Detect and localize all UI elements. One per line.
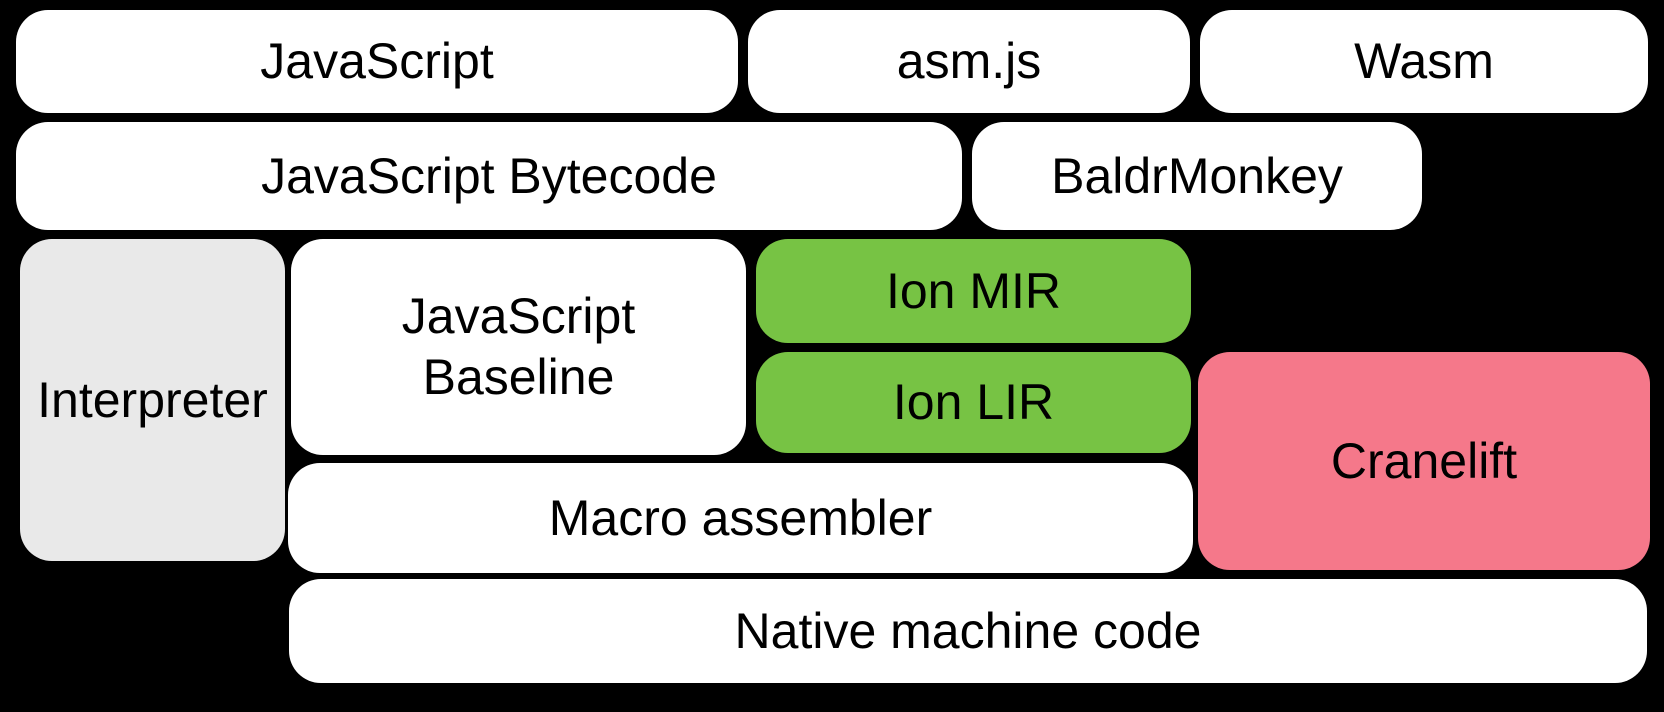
node-macro-assembler: Macro assembler: [288, 463, 1193, 573]
node-label: Interpreter: [37, 371, 268, 428]
node-label: JavaScript Baseline: [401, 288, 636, 405]
node-javascript-baseline: JavaScript Baseline: [291, 239, 746, 455]
node-javascript-bytecode: JavaScript Bytecode: [16, 122, 962, 230]
node-label: JavaScript: [260, 33, 494, 89]
node-label: Macro assembler: [548, 489, 933, 546]
node-asmjs: asm.js: [748, 10, 1190, 113]
node-javascript: JavaScript: [16, 10, 738, 113]
node-label: Wasm: [1354, 33, 1494, 89]
node-ion-lir: Ion LIR: [756, 352, 1191, 453]
node-label: Ion MIR: [885, 262, 1062, 319]
node-label: Cranelift: [1330, 432, 1518, 489]
node-interpreter: Interpreter: [20, 239, 285, 561]
node-label: Ion LIR: [892, 374, 1055, 430]
node-label: JavaScript Bytecode: [261, 147, 717, 204]
node-label: asm.js: [896, 33, 1042, 89]
node-ion-mir: Ion MIR: [756, 239, 1191, 343]
node-baldrmonkey: BaldrMonkey: [972, 122, 1422, 230]
node-native-machine-code: Native machine code: [289, 579, 1647, 683]
node-label: Native machine code: [734, 602, 1202, 659]
node-label: BaldrMonkey: [1051, 147, 1343, 204]
node-wasm: Wasm: [1200, 10, 1648, 113]
node-cranelift: Cranelift: [1198, 352, 1650, 570]
